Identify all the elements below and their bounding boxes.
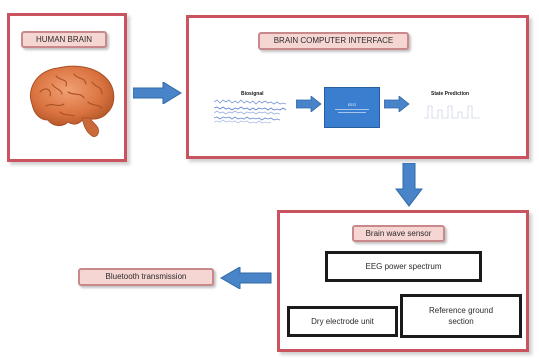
biosignal-label: Biosignal [241, 91, 264, 97]
eeg-power-spectrum-box: EEG power spectrum [325, 251, 482, 282]
human-brain-title: HUMAN BRAIN [21, 31, 107, 48]
biosignal-waveform [214, 99, 287, 124]
arrow-left-icon [220, 267, 272, 289]
brain-icon [30, 65, 115, 137]
arrow-down-icon [395, 163, 423, 207]
eeg-power-spectrum-label: EEG power spectrum [365, 262, 442, 271]
eeg-block-text: EEG [347, 102, 357, 107]
bci-title: BRAIN COMPUTER INTERFACE [258, 32, 409, 50]
state-prediction-label: State Prediction [431, 91, 470, 97]
arrow-right-icon [384, 96, 410, 112]
state-prediction-plot [424, 105, 480, 119]
dry-electrode-unit-box: Dry electrode unit [287, 306, 398, 337]
reference-ground-section-box: Reference ground section [400, 294, 522, 338]
eeg-processing-block: EEG [324, 87, 380, 128]
dry-electrode-unit-label: Dry electrode unit [311, 317, 374, 326]
bluetooth-transmission-label: Bluetooth transmission [78, 268, 214, 286]
eeg-block-placeholder-line [338, 112, 366, 113]
eeg-block-placeholder-line [335, 109, 369, 110]
reference-ground-section-label: Reference ground section [428, 306, 494, 326]
arrow-right-icon [133, 82, 182, 104]
sensor-title: Brain wave sensor [352, 225, 445, 242]
arrow-right-icon [296, 96, 322, 112]
